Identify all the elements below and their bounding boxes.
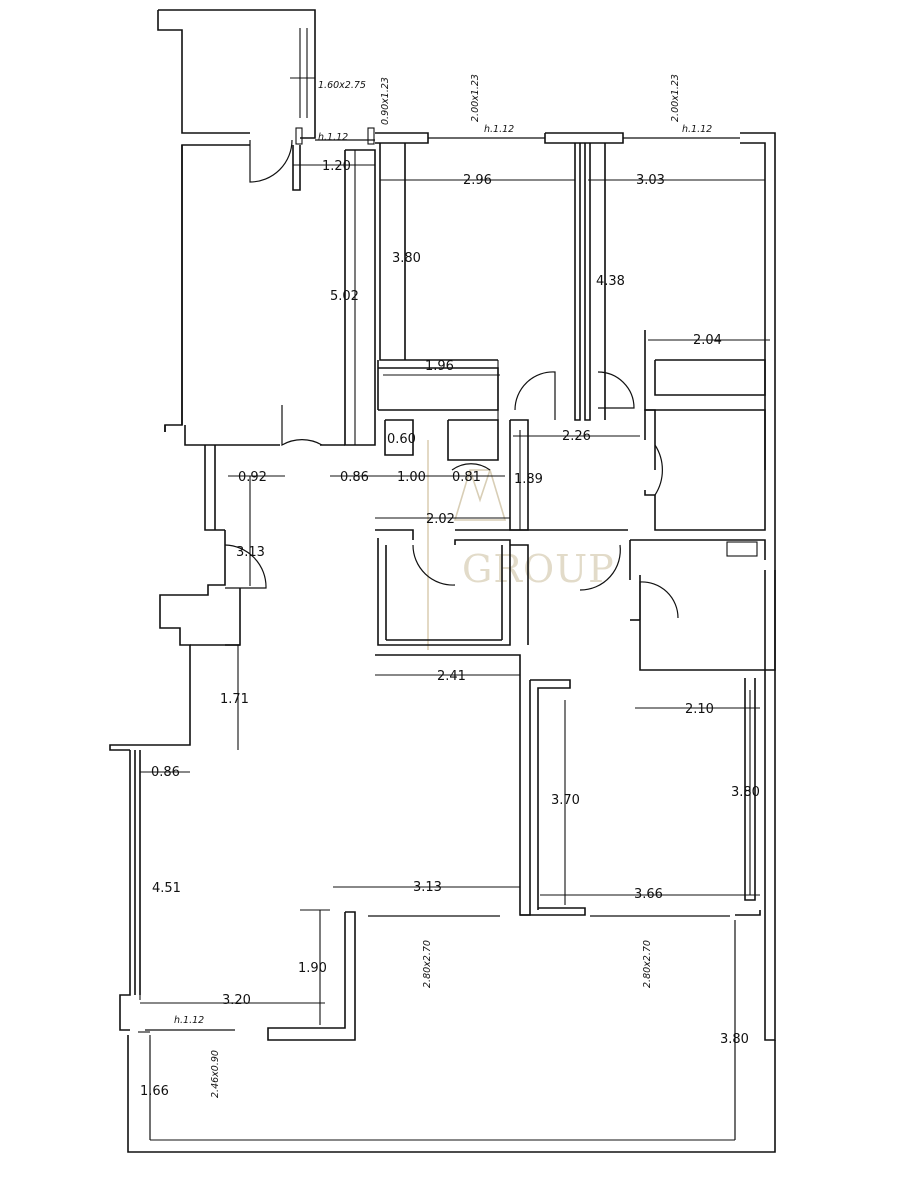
- door-swing: [281, 405, 323, 447]
- opening-label: 2.46x0.90: [210, 1050, 221, 1098]
- dim-label: 3.03: [636, 173, 665, 188]
- dim-label: 3.20: [222, 993, 251, 1008]
- door-swing: [597, 371, 635, 409]
- dim-label: 2.02: [426, 512, 455, 527]
- dim-label: 2.26: [562, 429, 591, 444]
- dim-label: 2.04: [693, 333, 722, 348]
- dim-label: 3.66: [634, 887, 663, 902]
- opening-label: h.1.12: [682, 124, 712, 135]
- door-swing: [224, 544, 267, 589]
- dim-label: 0.86: [151, 765, 180, 780]
- windows: [145, 77, 740, 1031]
- dim-label: 0.92: [238, 470, 267, 485]
- dim-label: 3.70: [551, 793, 580, 808]
- dim-label: 3.80: [731, 785, 760, 800]
- door-swing: [654, 444, 663, 496]
- opening-label: h.1.12: [174, 1015, 204, 1026]
- dim-label: 3.80: [720, 1032, 749, 1047]
- dim-label: 4.38: [596, 274, 625, 289]
- dim-label: 1.20: [322, 159, 351, 174]
- opening-label: 2.00x1.23: [470, 74, 481, 122]
- watermark: GROUP: [427, 440, 615, 650]
- door-swing: [412, 544, 456, 586]
- opening-label: h.1.12: [484, 124, 514, 135]
- door-swing: [451, 463, 491, 471]
- opening-label: 1.60x2.75: [318, 80, 366, 91]
- dim-label: 1.89: [514, 472, 543, 487]
- opening-label: 0.90x1.23: [380, 77, 391, 125]
- opening-labels: 1.60x2.75 0.90x1.23 h.1.12 2.00x1.23 h.1…: [174, 74, 712, 1098]
- dim-label: 2.10: [685, 702, 714, 717]
- dim-label: 1.66: [140, 1084, 169, 1099]
- dim-label: 3.80: [392, 251, 421, 266]
- door-swing: [639, 581, 679, 620]
- opening-label: h.1.12: [318, 132, 348, 143]
- door-swing: [514, 371, 556, 420]
- dimension-lines: [139, 150, 770, 1140]
- dim-label: 1.71: [220, 692, 249, 707]
- dim-label: 1.96: [425, 359, 454, 374]
- opening-label: 2.80x2.70: [642, 940, 653, 988]
- watermark-text: GROUP: [462, 547, 615, 591]
- doors: [224, 139, 679, 620]
- walls: [109, 9, 776, 1153]
- dim-label: 2.96: [463, 173, 492, 188]
- opening-label: 2.00x1.23: [670, 74, 681, 122]
- door-swing: [249, 139, 293, 183]
- dim-label: 3.13: [236, 545, 265, 560]
- dim-label: 0.86: [340, 470, 369, 485]
- door-swing: [579, 544, 621, 591]
- dimension-labels: 1.20 2.96 3.03 3.80 5.02 4.38 2.04 1.96 …: [140, 159, 760, 1099]
- dim-label: 4.51: [152, 881, 181, 896]
- dim-label: 1.00: [397, 470, 426, 485]
- dim-label: 3.13: [413, 880, 442, 895]
- dim-label: 5.02: [330, 289, 359, 304]
- dim-label: 0.81: [452, 470, 481, 485]
- opening-label: 2.80x2.70: [422, 940, 433, 988]
- dim-label: 1.90: [298, 961, 327, 976]
- dim-label: 0.60: [387, 432, 416, 447]
- dim-label: 2.41: [437, 669, 466, 684]
